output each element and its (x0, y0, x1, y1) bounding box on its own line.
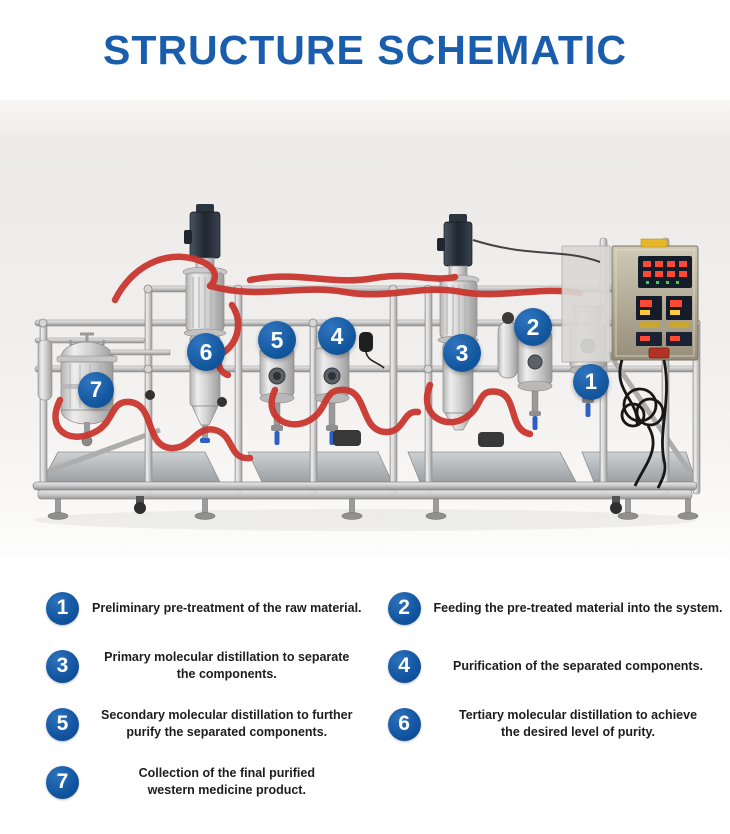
callout-6: 6 (187, 333, 225, 371)
callout-5: 5 (258, 321, 296, 359)
legend-badge-6: 6 (387, 707, 421, 741)
columns (182, 204, 480, 443)
legend-item-7: 7 Collection of the final purified weste… (46, 765, 362, 799)
legend: 1 Preliminary pre-treatment of the raw m… (0, 565, 730, 811)
legend-text-2: Feeding the pre-treated material into th… (433, 600, 723, 615)
callout-2: 2 (514, 308, 552, 346)
legend-badge-5: 5 (46, 707, 79, 741)
legend-text-3: Primary molecular distillation to separa… (104, 650, 350, 681)
legend-item-4: 4 Purification of the separated componen… (387, 649, 723, 683)
machine-feet (47, 496, 699, 520)
page-title: STRUCTURE SCHEMATIC (103, 26, 627, 73)
legend-item-1: 1 Preliminary pre-treatment of the raw m… (46, 591, 362, 625)
legend-text-5: Secondary molecular distillation to furt… (101, 708, 353, 739)
equipment-illustration (32, 204, 701, 531)
legend-item-6: 6 Tertiary molecular distillation to ach… (387, 707, 723, 741)
equipment-photo: 7 6 5 4 3 2 1 (0, 100, 730, 565)
legend-text-6: Tertiary molecular distillation to achie… (458, 708, 698, 739)
legend-item-2: 2 Feeding the pre-treated material into … (387, 591, 723, 625)
title-band: STRUCTURE SCHEMATIC (0, 0, 730, 100)
callout-1: 1 (573, 364, 609, 400)
legend-text-7: Collection of the final purified western… (138, 766, 315, 797)
legend-badge-3: 3 (46, 649, 79, 683)
callout-7: 7 (78, 372, 114, 408)
callout-3: 3 (443, 334, 481, 372)
legend-badge-7: 7 (46, 765, 79, 799)
legend-badge-1: 1 (46, 591, 79, 625)
control-panel (561, 238, 699, 363)
legend-text-4: Purification of the separated components… (452, 658, 704, 673)
legend-item-5: 5 Secondary molecular distillation to fu… (46, 707, 362, 741)
callout-4: 4 (318, 317, 356, 355)
legend-badge-4: 4 (387, 649, 421, 683)
legend-text-1: Preliminary pre-treatment of the raw mat… (92, 600, 362, 615)
cables (472, 239, 668, 489)
deck (41, 451, 697, 483)
legend-item-3: 3 Primary molecular distillation to sepa… (46, 649, 362, 683)
legend-badge-2: 2 (387, 591, 421, 625)
hoses (52, 253, 584, 462)
